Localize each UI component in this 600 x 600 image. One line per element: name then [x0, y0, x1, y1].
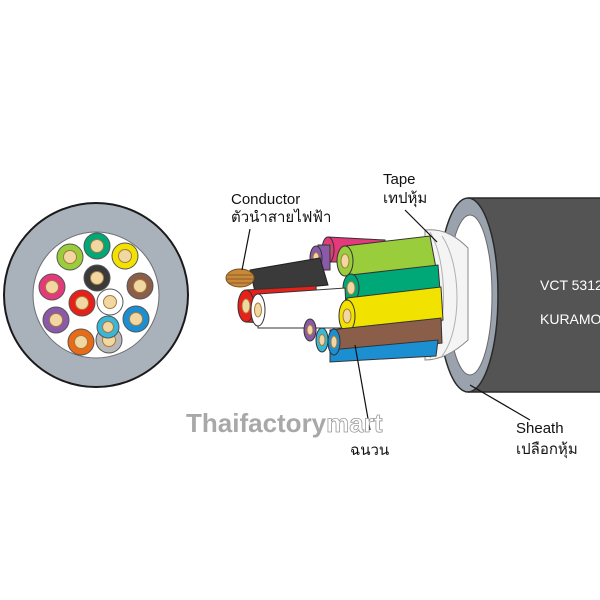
core-pink [38, 273, 66, 301]
sheath-label-th: เปลือกหุ้ม [516, 441, 578, 459]
insulation-label-th: ฉนวน [350, 442, 389, 459]
insulation-leader [354, 344, 371, 431]
core-brown [126, 272, 154, 300]
watermark-part1: Thaifactorymart [186, 408, 383, 438]
copper-conductor [225, 268, 255, 288]
sheath-leader [469, 384, 531, 421]
watermark-logo: Thaifactorymart [186, 408, 383, 439]
sheath-print-line1: VCT 5312 [540, 277, 600, 293]
tape-label-en: Tape [383, 171, 416, 188]
conductor-label-en: Conductor [231, 191, 300, 208]
core-lime [56, 243, 84, 271]
core-orange [67, 328, 95, 356]
fanned-cores [225, 235, 444, 363]
core-yellow [111, 242, 139, 270]
core-white [96, 288, 124, 316]
cross-section [3, 202, 189, 388]
conductor-leader [241, 228, 251, 271]
core-purple [42, 306, 70, 334]
tape-leader [404, 209, 438, 243]
core-cyan [96, 315, 120, 339]
sheath-print-line2: KURAMO [540, 311, 600, 327]
core-black-side [249, 257, 329, 293]
core-black [83, 264, 111, 292]
core-green [83, 232, 111, 260]
sheath-label-en: Sheath [516, 420, 564, 437]
core-white-side [257, 287, 348, 329]
tape-label-th: เทปหุ้ม [383, 190, 427, 208]
leader-lines [241, 209, 531, 431]
core-blue [122, 305, 150, 333]
core-red [68, 289, 96, 317]
cross-section-cores [38, 232, 154, 356]
conductor-label-th: ตัวนำสายไฟฟ้า [231, 208, 331, 226]
